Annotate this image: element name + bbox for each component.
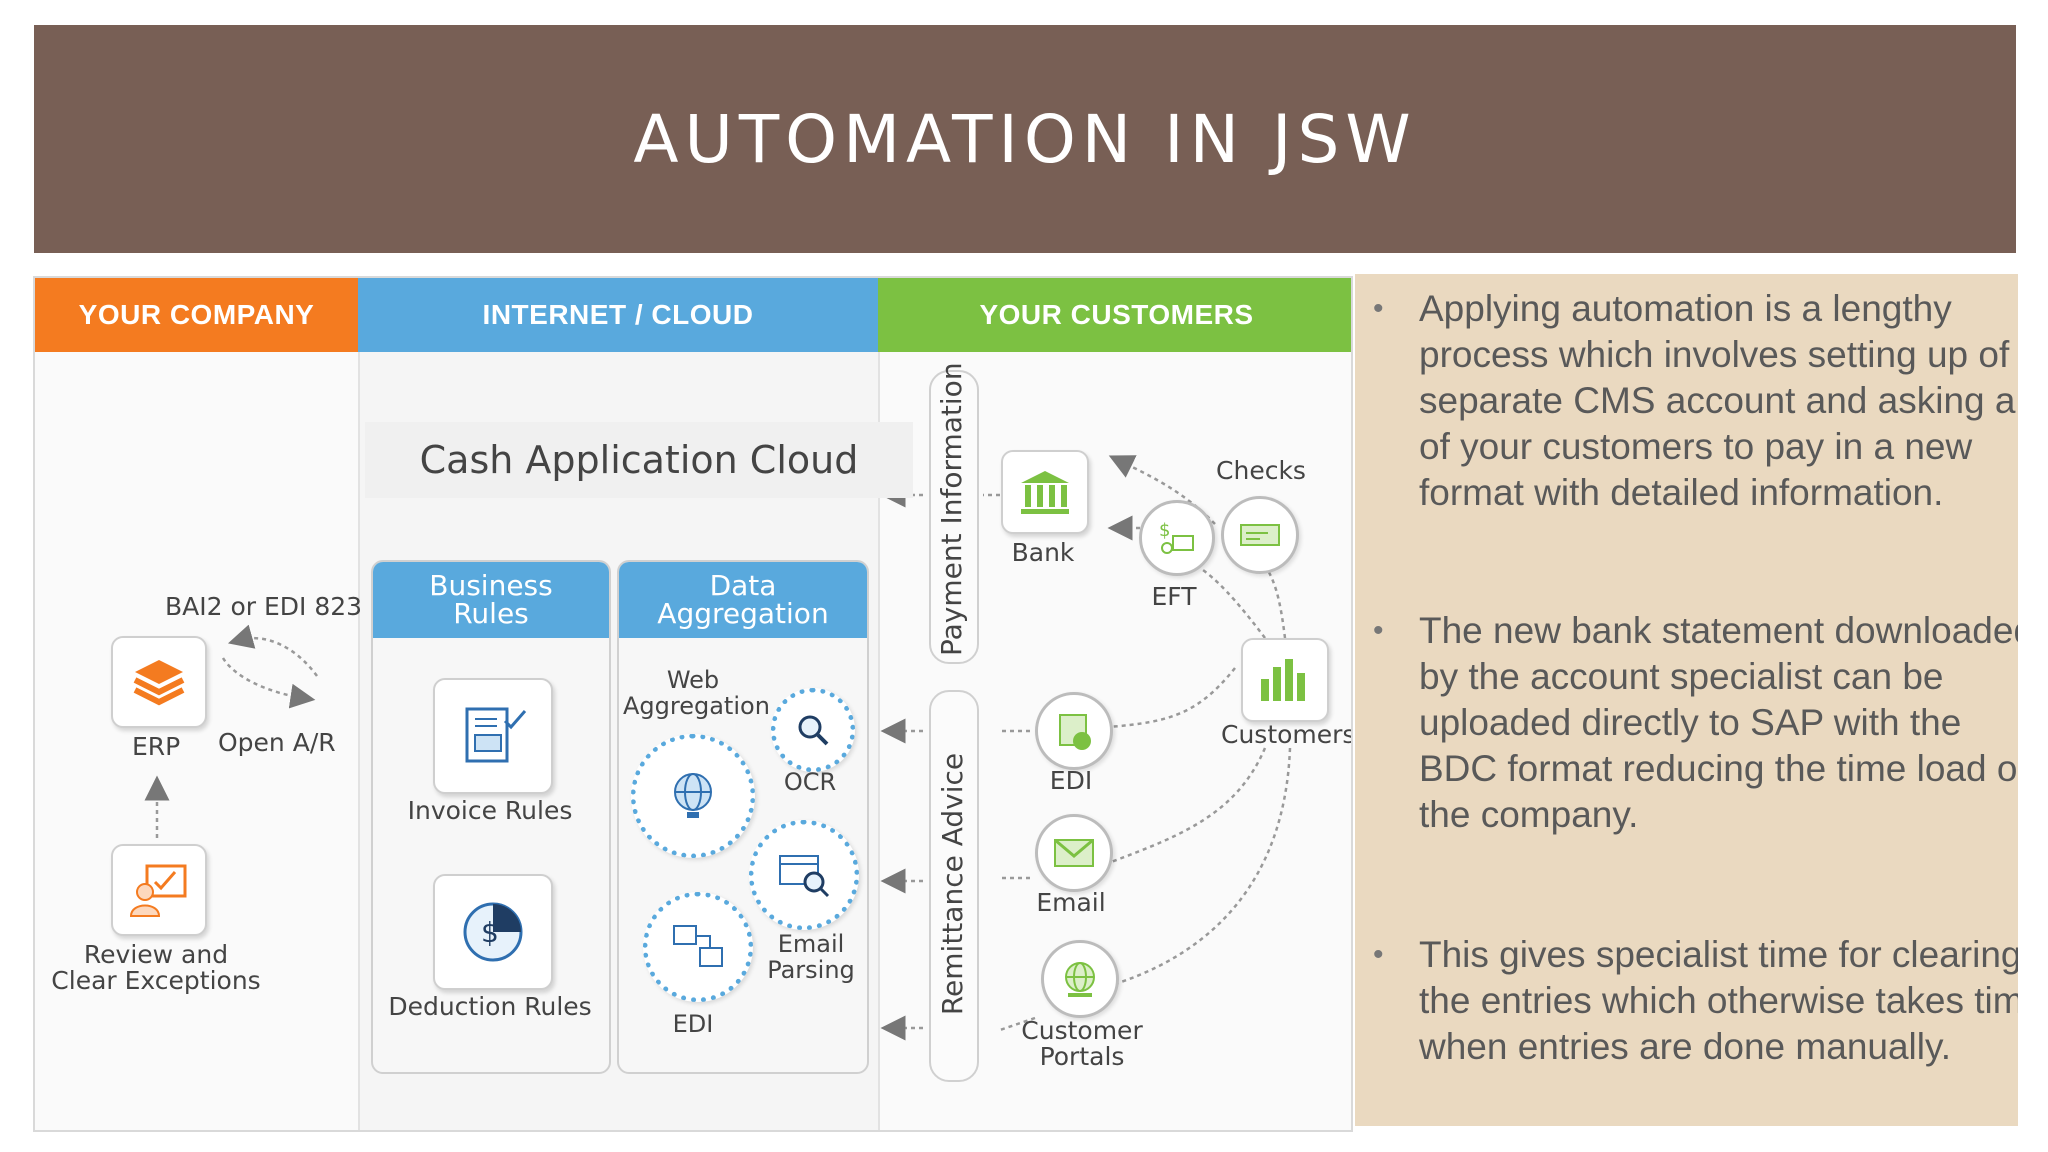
deduction-pie-icon: $ xyxy=(463,902,523,962)
business-rules-title-2: Rules xyxy=(453,597,529,630)
bank-label: Bank xyxy=(1011,538,1075,567)
edi-customer-label: EDI xyxy=(1049,766,1093,795)
header-your-company: YOUR COMPANY xyxy=(35,278,358,352)
review-label-line1: Review and xyxy=(83,940,229,969)
invoice-rules-tile xyxy=(433,678,553,794)
deduction-rules-label: Deduction Rules xyxy=(388,992,592,1021)
bullet-text: Applying automation is a lengthy process… xyxy=(1419,288,2018,513)
slide-title: AUTOMATION IN JSW xyxy=(633,100,1417,178)
web-aggregation-gear xyxy=(631,734,755,858)
payment-information-pill xyxy=(929,370,979,664)
customers-label: Customers xyxy=(1221,720,1353,749)
bullet-marker: • xyxy=(1373,938,1384,971)
erp-label: ERP xyxy=(132,732,181,761)
envelope-icon xyxy=(1054,838,1094,867)
check-card-icon xyxy=(1240,524,1280,546)
business-rules-title-1: Business xyxy=(429,569,553,602)
svg-text:$: $ xyxy=(481,916,499,949)
portal-globe-icon xyxy=(1065,962,1095,997)
bullet-item-3: • This gives specialist time for clearin… xyxy=(1355,932,2018,1070)
erp-tile xyxy=(111,636,207,728)
edi-gear xyxy=(643,892,753,1002)
business-rules-box: Business Rules xyxy=(371,560,611,1074)
svg-text:$: $ xyxy=(1159,520,1170,541)
bank-tile xyxy=(1001,450,1089,534)
bullet-text: The new bank statement downloaded by the… xyxy=(1419,610,2018,835)
globe-monitor-icon xyxy=(674,773,712,818)
cash-application-diagram: YOUR COMPANY INTERNET / CLOUD YOUR CUSTO… xyxy=(33,276,1353,1132)
bullet-marker: • xyxy=(1373,614,1384,647)
web-aggregation-label-1: Web xyxy=(666,666,720,694)
payment-information-label: Payment Information xyxy=(935,362,968,656)
edi-phone-icon xyxy=(1059,714,1091,750)
deduction-rules-tile: $ xyxy=(433,874,553,990)
edi-cloud-label: EDI xyxy=(672,1010,714,1038)
header-internet-cloud: INTERNET / CLOUD xyxy=(358,278,878,352)
business-rules-header: Business Rules xyxy=(373,562,609,638)
email-customer-circle xyxy=(1035,814,1113,892)
customer-portals-circle xyxy=(1041,940,1119,1018)
open-ar-label: Open A/R xyxy=(218,728,336,757)
review-tile xyxy=(111,844,207,936)
customers-buildings-icon xyxy=(1261,659,1305,701)
data-aggregation-title-1: Data xyxy=(709,569,777,602)
review-person-icon xyxy=(129,864,187,917)
remittance-advice-label: Remittance Advice xyxy=(936,752,969,1016)
header-your-customers: YOUR CUSTOMERS xyxy=(878,278,1351,352)
eft-circle: $ xyxy=(1139,500,1215,576)
review-label-line2: Clear Exceptions xyxy=(51,966,261,995)
edi-customer-circle xyxy=(1035,692,1113,770)
email-parsing-label-2: Parsing xyxy=(767,956,855,984)
email-parsing-label-1: Email xyxy=(777,930,845,958)
edi-computers-icon xyxy=(673,925,723,967)
ocr-label: OCR xyxy=(783,768,837,796)
magnifier-icon xyxy=(798,715,829,746)
data-aggregation-title-2: Aggregation xyxy=(657,597,829,630)
eft-label: EFT xyxy=(1151,582,1197,611)
customer-portals-label-1: Customer xyxy=(1021,1016,1143,1045)
ocr-gear xyxy=(771,688,855,772)
bullet-panel: • Applying automation is a lengthy proce… xyxy=(1355,274,2018,1126)
bullet-item-1: • Applying automation is a lengthy proce… xyxy=(1355,286,2018,516)
checks-circle xyxy=(1221,496,1299,574)
email-parsing-gear xyxy=(749,820,859,930)
customer-portals-label-2: Portals xyxy=(1039,1042,1125,1071)
email-search-icon xyxy=(779,855,830,898)
bullet-item-2: • The new bank statement downloaded by t… xyxy=(1355,608,2018,838)
bai2-label: BAI2 or EDI 823 xyxy=(165,592,363,621)
web-aggregation-label-2: Aggregation xyxy=(623,692,770,720)
invoice-rules-label: Invoice Rules xyxy=(407,796,573,825)
email-customer-label: Email xyxy=(1036,888,1106,917)
invoice-document-icon xyxy=(465,707,527,763)
data-aggregation-header: Data Aggregation xyxy=(619,562,867,638)
customers-tile xyxy=(1241,638,1329,722)
bullet-marker: • xyxy=(1373,292,1384,325)
remittance-advice-pill xyxy=(929,690,979,1082)
erp-stack-icon xyxy=(133,660,185,706)
eft-transfer-icon: $ xyxy=(1159,520,1194,554)
cash-application-cloud-heading: Cash Application Cloud xyxy=(365,422,913,498)
title-bar: AUTOMATION IN JSW xyxy=(34,25,2016,253)
bank-building-icon xyxy=(1021,471,1069,514)
bullet-text: This gives specialist time for clearing … xyxy=(1419,934,2018,1067)
checks-label: Checks xyxy=(1216,456,1306,485)
